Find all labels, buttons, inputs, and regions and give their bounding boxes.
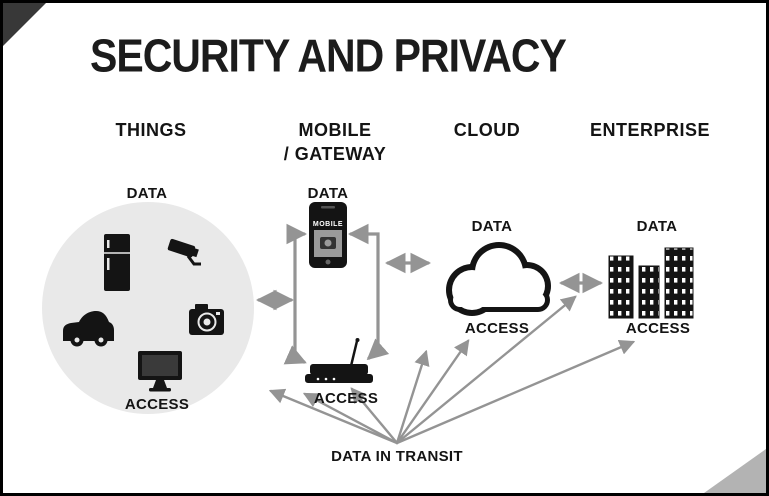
data-in-transit-arrows bbox=[268, 295, 636, 445]
enterprise-data-label: DATA bbox=[636, 218, 678, 235]
column-header-things: THINGS bbox=[115, 120, 187, 140]
router-icon bbox=[305, 338, 373, 383]
things-access-label: ACCESS bbox=[124, 396, 190, 413]
office-buildings-icon bbox=[608, 247, 694, 319]
cloud-icon bbox=[446, 242, 551, 316]
column-header-mobile-line2: / GATEWAY bbox=[283, 144, 387, 165]
phone-screen-label: MOBILE bbox=[313, 221, 343, 228]
cloud-data-label: DATA bbox=[471, 218, 513, 235]
smartphone-icon: MOBILE bbox=[309, 202, 347, 268]
column-header-mobile-gateway: MOBILE / GATEWAY bbox=[275, 118, 395, 167]
enterprise-access-label: ACCESS bbox=[625, 320, 691, 337]
column-header-enterprise: ENTERPRISE bbox=[589, 120, 711, 140]
transit-arrow bbox=[302, 392, 399, 445]
things-circle bbox=[42, 202, 254, 414]
transit-arrow bbox=[350, 387, 399, 445]
transit-arrow bbox=[268, 388, 399, 445]
mobile-data-label: DATA bbox=[307, 185, 349, 202]
column-header-cloud: CLOUD bbox=[453, 120, 521, 140]
transit-arrow bbox=[395, 340, 636, 445]
cloud-access-label: ACCESS bbox=[464, 320, 530, 337]
camera-icon bbox=[189, 304, 224, 335]
transit-arrow bbox=[395, 339, 470, 445]
corner-accent-bottom-right bbox=[704, 449, 766, 493]
page-title: SECURITY AND PRIVACY bbox=[90, 30, 567, 82]
column-header-mobile-line1: MOBILE bbox=[298, 120, 372, 140]
mobile-access-label: ACCESS bbox=[313, 390, 379, 407]
corner-accent-top-left bbox=[3, 3, 46, 46]
connection-arrows bbox=[255, 223, 604, 365]
arrow-mobile-loop-right bbox=[347, 223, 390, 361]
refrigerator-icon bbox=[104, 234, 130, 291]
things-data-label: DATA bbox=[126, 185, 168, 202]
transit-arrow bbox=[395, 349, 430, 445]
data-in-transit-label: DATA IN TRANSIT bbox=[331, 448, 463, 465]
car-icon bbox=[63, 311, 114, 347]
arrow-mobile-loop-left bbox=[283, 223, 308, 365]
monitor-icon bbox=[138, 351, 182, 392]
security-camera-icon bbox=[167, 238, 201, 266]
transit-arrow bbox=[395, 295, 577, 445]
